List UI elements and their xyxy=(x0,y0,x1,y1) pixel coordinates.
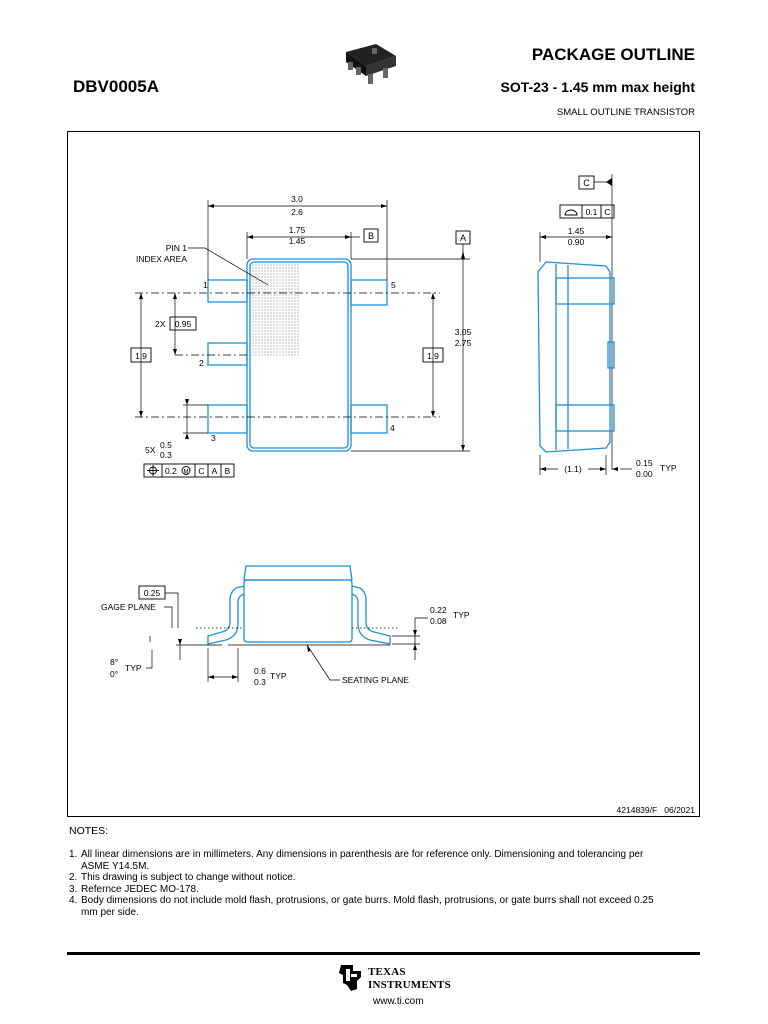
width-min: 2.6 xyxy=(291,207,303,217)
foot-length-typ: TYP xyxy=(270,671,287,681)
angle-min: 0° xyxy=(110,669,118,679)
package-drawing: 3.0 2.6 1.75 1.45 B A 3.05 2.75 PIN 1 IN… xyxy=(101,174,677,687)
notes-heading: NOTES: xyxy=(69,825,109,837)
lead-1 xyxy=(207,279,248,303)
position-tolerance-frame: 0.2 M C A B xyxy=(143,463,235,478)
span-left: 1.9 xyxy=(135,351,147,361)
flatness-tolerance: 0.1 xyxy=(586,207,598,217)
fcf-tolerance: 0.2 xyxy=(165,466,177,476)
gage-value: 0.25 xyxy=(144,588,161,598)
seating-plane-label: SEATING PLANE xyxy=(342,675,409,685)
reference-dimension: (1.1) xyxy=(564,464,582,474)
footer-url[interactable]: www.ti.com xyxy=(373,996,424,1007)
lead-thickness-max: 0.22 xyxy=(430,605,447,615)
package-description: SMALL OUTLINE TRANSISTOR xyxy=(556,107,695,118)
angle-max: 8° xyxy=(110,657,118,667)
notes-list: 1.All linear dimensions are in millimete… xyxy=(69,849,669,918)
side-lead-bottom xyxy=(555,404,615,432)
ti-logo-line2: INSTRUMENTS xyxy=(368,979,451,991)
note-item: 1.All linear dimensions are in millimete… xyxy=(69,849,644,872)
body-width-min: 1.45 xyxy=(289,236,306,246)
ti-logo-icon xyxy=(339,965,361,991)
pin-number-3: 3 xyxy=(211,433,216,443)
position-tolerance-icon xyxy=(147,465,159,476)
datum-a: A xyxy=(460,233,466,243)
length-min: 2.75 xyxy=(455,338,472,348)
surface-profile-icon xyxy=(564,209,578,216)
ti-logo-text: TEXAS INSTRUMENTS xyxy=(368,966,451,992)
fcf-datum-c: C xyxy=(198,466,204,476)
foot-length-min: 0.3 xyxy=(254,677,266,687)
lead-width-max: 0.5 xyxy=(160,440,172,450)
fcf-datum-a: A xyxy=(212,466,218,476)
angle-typ: TYP xyxy=(125,663,142,673)
side-lead-top xyxy=(555,277,615,305)
datum-c: C xyxy=(583,178,590,188)
page-subtitle: SOT-23 - 1.45 mm max height xyxy=(500,79,695,95)
drawing-frame xyxy=(67,131,700,817)
lead-width-min: 0.3 xyxy=(160,450,172,460)
pin1-label-line2: INDEX AREA xyxy=(136,254,187,264)
pin1-label-line1: PIN 1 xyxy=(166,243,188,253)
pin-number-5: 5 xyxy=(391,280,396,290)
lead-5 xyxy=(350,279,388,306)
height-max: 1.45 xyxy=(568,226,585,236)
top-view: 3.0 2.6 1.75 1.45 B A 3.05 2.75 PIN 1 IN… xyxy=(130,194,472,478)
body-width-max: 1.75 xyxy=(289,225,306,235)
lead-2 xyxy=(207,342,248,366)
standoff-max: 0.15 xyxy=(636,458,653,468)
gage-plane-label: GAGE PLANE xyxy=(101,602,156,612)
detail-view: 0.25 GAGE PLANE 8° 0° TYP 0.6 0.3 TYP SE… xyxy=(101,565,470,687)
fcf-datum-b: B xyxy=(225,466,231,476)
lead-thickness-typ: TYP xyxy=(453,610,470,620)
lead-3 xyxy=(207,404,248,434)
height-min: 0.90 xyxy=(568,237,585,247)
footer-divider xyxy=(67,952,700,955)
fcf-modifier: M xyxy=(184,470,189,476)
ti-logo-line1: TEXAS xyxy=(368,966,406,978)
foot-length-max: 0.6 xyxy=(254,666,266,676)
page-title: PACKAGE OUTLINE xyxy=(531,45,695,64)
side-view: C 0.1 C 1.45 0.90 (1.1) 0.15 0.0 xyxy=(537,174,677,479)
lead-thickness-min: 0.08 xyxy=(430,616,447,626)
pin-number-2: 2 xyxy=(199,358,204,368)
pin-number-1: 1 xyxy=(203,280,208,290)
lead-prefix: 5X xyxy=(145,445,156,455)
datum-b: B xyxy=(368,231,374,241)
flatness-datum: C xyxy=(604,207,610,217)
note-item: 4.Body dimensions do not include mold fl… xyxy=(69,895,654,918)
span-right: 1.9 xyxy=(427,351,439,361)
length-max: 3.05 xyxy=(455,327,472,337)
note-item: 2.This drawing is subject to change with… xyxy=(69,872,296,883)
standoff-min: 0.00 xyxy=(636,469,653,479)
pitch-prefix: 2X xyxy=(155,319,166,329)
width-max: 3.0 xyxy=(291,194,303,204)
lead-4 xyxy=(350,404,388,434)
pin-number-4: 4 xyxy=(390,423,395,433)
pin1-index-area xyxy=(251,263,299,356)
part-number: DBV0005A xyxy=(73,77,159,96)
standoff-typ: TYP xyxy=(660,463,677,473)
pitch-value: 0.95 xyxy=(175,319,192,329)
note-item: 3.Refernce JEDEC MO-178. xyxy=(69,883,199,895)
package-thumbnail-icon xyxy=(346,44,396,84)
document-number: 4214839/F 06/2021 xyxy=(616,805,695,815)
